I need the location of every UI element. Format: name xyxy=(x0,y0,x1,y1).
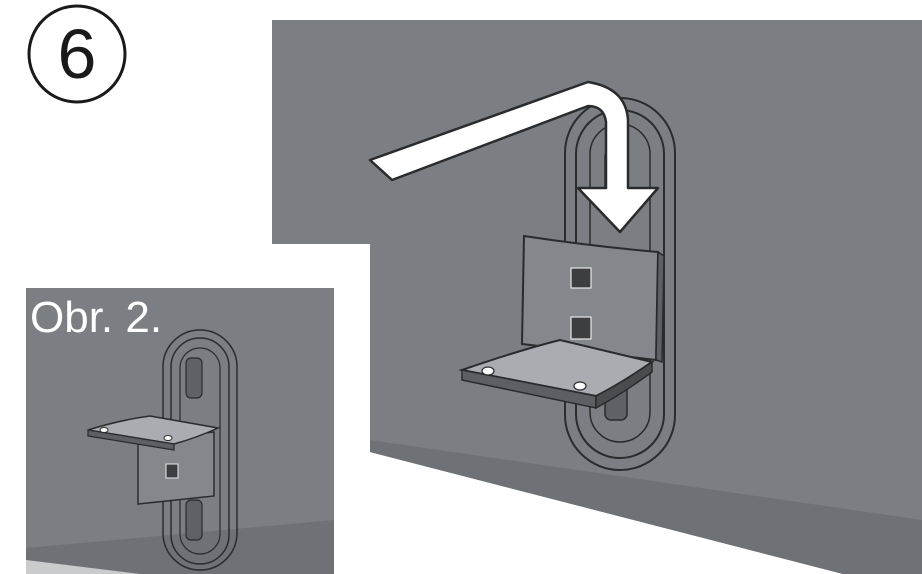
inset-caption: Obr. 2. xyxy=(30,293,162,342)
bracket-hole-lower xyxy=(570,316,592,340)
step-number: 6 xyxy=(58,15,97,93)
inset-floor-edge xyxy=(26,560,140,574)
inset-bracket xyxy=(87,415,221,505)
bracket-plate xyxy=(520,234,660,362)
shelf-screw-hole-right xyxy=(573,381,587,391)
inset-floor-shade xyxy=(26,520,334,574)
bracket-hole-upper xyxy=(570,267,592,289)
inset-view: Obr. 2. xyxy=(22,284,338,574)
bracket xyxy=(458,234,665,410)
inset-bracket-hole xyxy=(165,463,179,479)
main-view xyxy=(272,20,922,574)
inset-shelf-screw-hole-right xyxy=(163,435,173,441)
step-marker: 6 xyxy=(27,4,127,104)
inset-shelf-screw-hole-left xyxy=(99,427,109,433)
wall-bottom-shade xyxy=(370,440,922,574)
step-circle-icon xyxy=(27,4,127,104)
bracket-shelf-side xyxy=(595,360,653,410)
inset-bracket-shelf-front xyxy=(87,429,175,451)
shelf-screw-hole-left xyxy=(481,366,495,376)
bracket-plate-side xyxy=(655,250,665,364)
hook-down-arrow-icon xyxy=(368,80,660,234)
inset-bracket-shelf xyxy=(87,415,221,445)
inset-rail-slots xyxy=(185,357,203,541)
